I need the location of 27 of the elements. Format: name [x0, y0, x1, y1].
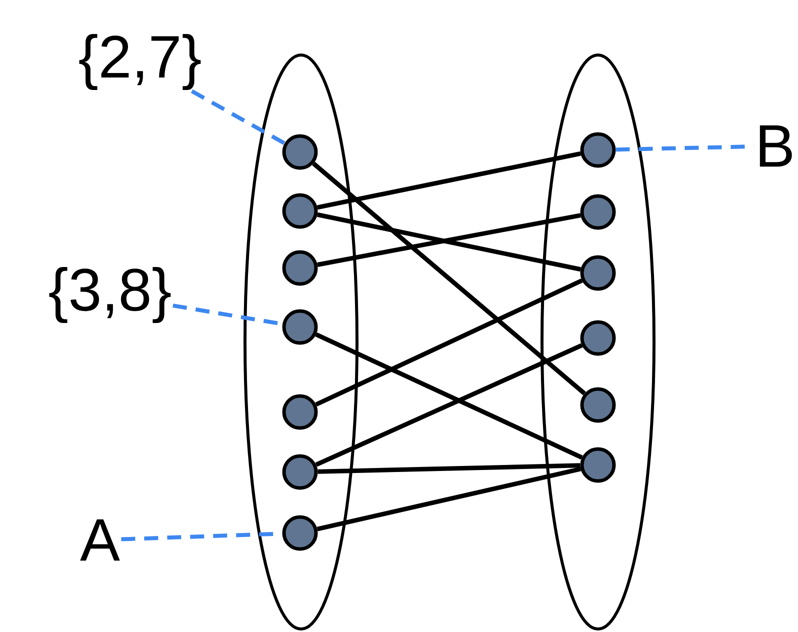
set-label: {3,8}: [49, 267, 171, 323]
edge-line: [315, 278, 583, 407]
edge-line: [316, 151, 582, 210]
set-ellipse: [244, 54, 358, 630]
vertex-dot: [282, 394, 318, 430]
vertex-dot: [282, 134, 318, 170]
vertex-dot: [580, 320, 616, 356]
vertex-dot: [580, 447, 616, 483]
set-label: {2,7}: [79, 34, 201, 90]
set-label: A: [80, 519, 120, 561]
vertex-dot: [282, 250, 318, 286]
vertex-dot: [580, 387, 616, 423]
vertex-dot: [282, 454, 318, 490]
leader-line: [190, 89, 286, 146]
vertex-dot: [282, 515, 318, 551]
edge-line: [318, 463, 580, 474]
set-ellipse: [540, 54, 656, 630]
vertex-dot: [580, 132, 616, 168]
vertex-dot: [282, 193, 318, 229]
vertex-dot: [580, 255, 616, 291]
leader-line: [121, 532, 282, 542]
vertex-dot: [580, 194, 616, 230]
leader-line: [616, 144, 754, 152]
edge-line: [316, 466, 582, 532]
edge-line: [312, 162, 586, 396]
set-label: B: [760, 125, 792, 167]
vertex-dot: [282, 309, 318, 345]
